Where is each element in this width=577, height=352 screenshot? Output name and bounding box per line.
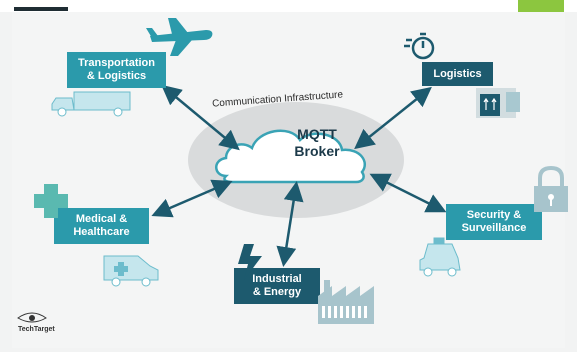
cloud-icon bbox=[215, 129, 367, 184]
police-car-icon bbox=[419, 237, 461, 277]
node-logistics-box bbox=[422, 62, 493, 86]
factory-icon bbox=[318, 280, 374, 324]
lightning-icon bbox=[238, 244, 262, 280]
node-security-box bbox=[446, 204, 542, 240]
truck-icon bbox=[51, 91, 131, 117]
top-bar-green-tab bbox=[518, 0, 564, 14]
medical-cross-icon bbox=[34, 184, 68, 218]
node-transportation-box bbox=[67, 52, 166, 88]
arrow-transportation bbox=[161, 84, 240, 151]
arrow-security bbox=[369, 173, 447, 213]
node-security-label: Security & Surveillance bbox=[461, 209, 527, 234]
ambulance-icon bbox=[103, 255, 159, 287]
arrow-medical bbox=[151, 179, 233, 218]
lock-icon bbox=[534, 165, 568, 212]
node-industrial-label: Industrial & Energy bbox=[252, 273, 302, 298]
node-medical-label: Medical & Healthcare bbox=[73, 213, 130, 238]
node-medical-box bbox=[54, 208, 149, 244]
mqtt-broker-title: MQTT Broker bbox=[294, 126, 340, 159]
techtarget-logo-text: TechTarget bbox=[18, 326, 55, 333]
arrow-logistics bbox=[354, 86, 432, 150]
techtarget-eye-icon bbox=[17, 312, 47, 323]
package-icon bbox=[476, 88, 520, 118]
airplane-icon bbox=[146, 18, 213, 56]
arrow-industrial bbox=[276, 181, 304, 267]
top-bar bbox=[0, 0, 577, 14]
node-transportation-label: Transportation & Logistics bbox=[77, 57, 155, 82]
stopwatch-icon bbox=[404, 32, 435, 60]
node-logistics-label: Logistics bbox=[433, 67, 482, 80]
top-bar-dark-strip bbox=[14, 7, 68, 11]
